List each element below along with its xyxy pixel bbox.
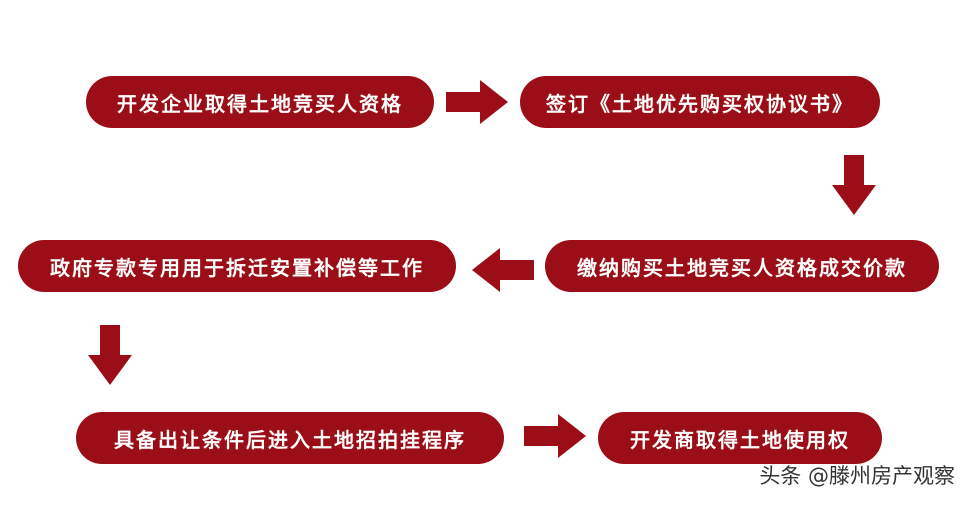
step-5-label: 具备出让条件后进入土地招拍挂程序: [114, 427, 466, 452]
arrow-right-icon: [446, 80, 508, 124]
step-3-box: 缴纳购买土地竞买人资格成交价款: [545, 240, 939, 292]
step-3-label: 缴纳购买土地竞买人资格成交价款: [577, 255, 907, 280]
watermark: 头条 @滕州房产观察: [759, 464, 955, 488]
step-5-box: 具备出让条件后进入土地招拍挂程序: [76, 412, 504, 464]
step-2-box: 签订《土地优先购买权协议书》: [520, 76, 880, 128]
step-6-label: 开发商取得土地使用权: [630, 427, 850, 452]
step-4-label: 政府专款专用用于拆迁安置补偿等工作: [50, 255, 424, 280]
arrow-right-icon: [524, 414, 586, 458]
step-4-box: 政府专款专用用于拆迁安置补偿等工作: [18, 240, 456, 292]
arrow-left-icon: [472, 248, 534, 292]
step-2-label: 签订《土地优先购买权协议书》: [546, 91, 854, 116]
step-6-box: 开发商取得土地使用权: [598, 412, 882, 464]
step-1-label: 开发企业取得土地竞买人资格: [117, 91, 403, 116]
step-1-box: 开发企业取得土地竞买人资格: [86, 76, 434, 128]
arrow-down-icon: [88, 325, 132, 385]
arrow-down-icon: [832, 155, 876, 215]
